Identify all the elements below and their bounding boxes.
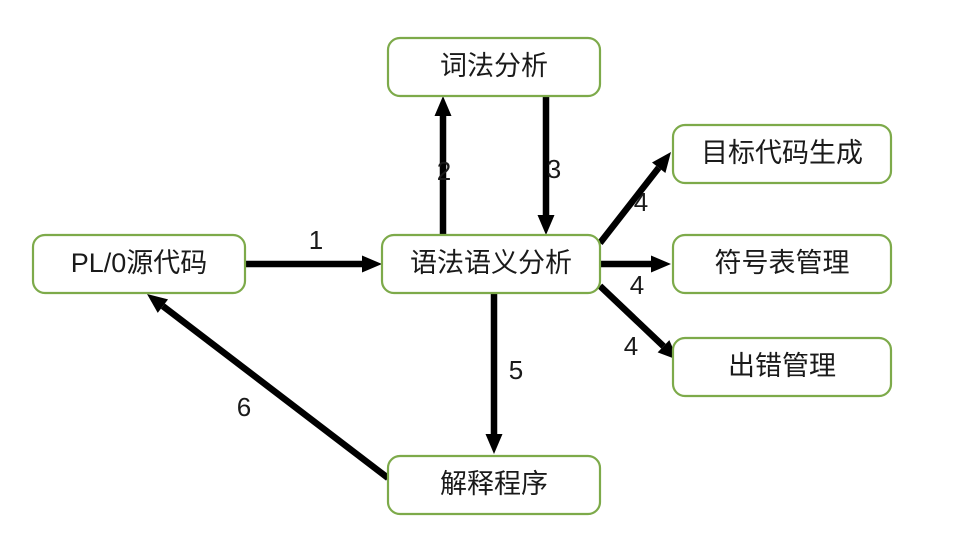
node-box[interactable] [386, 454, 602, 516]
edge-label: 1 [309, 225, 323, 255]
edges-layer [147, 96, 678, 481]
edge-line [160, 303, 390, 481]
edge-label: 5 [509, 355, 523, 385]
edge-interpreter-to-source [147, 294, 390, 481]
node-label-interpreter: 解释程序 [440, 469, 548, 499]
node-errormgmt[interactable]: 出错管理 [671, 336, 893, 398]
node-label-syntax: 语法语义分析 [410, 248, 572, 278]
node-label-source: PL/0源代码 [71, 248, 208, 278]
arrowhead-icon [362, 255, 382, 273]
edge-label: 4 [624, 331, 638, 361]
arrowhead-icon [434, 96, 452, 116]
node-label-symboltable: 符号表管理 [715, 248, 850, 278]
edge-syntax-to-interpreter [485, 293, 503, 454]
edge-syntax-to-symboltable [600, 255, 671, 273]
node-box[interactable] [671, 233, 893, 295]
node-symboltable[interactable]: 符号表管理 [671, 233, 893, 295]
arrowhead-icon [537, 215, 555, 235]
node-label-codegen: 目标代码生成 [701, 138, 863, 168]
edge-lexical-to-syntax [537, 96, 555, 235]
edge-source-to-syntax [245, 255, 382, 273]
node-box[interactable] [671, 123, 893, 185]
node-label-lexical: 词法分析 [440, 51, 548, 81]
edge-syntax-to-lexical [434, 96, 452, 235]
node-box[interactable] [671, 336, 893, 398]
arrowhead-icon [485, 434, 503, 454]
edge-labels-layer: 1 2 3 4 4 4 5 6 [237, 154, 648, 422]
edge-line [597, 283, 666, 349]
arrowhead-icon [147, 294, 169, 313]
edge-label: 4 [634, 187, 648, 217]
edge-line [597, 165, 662, 245]
arrowhead-icon [651, 152, 671, 173]
node-lexical[interactable]: 词法分析 [386, 36, 602, 98]
node-codegen[interactable]: 目标代码生成 [671, 123, 893, 185]
node-interpreter[interactable]: 解释程序 [386, 454, 602, 516]
edge-label: 3 [547, 154, 561, 184]
edge-label: 2 [437, 156, 451, 186]
node-box[interactable] [31, 233, 247, 295]
node-box[interactable] [380, 233, 602, 295]
edge-label: 4 [630, 270, 644, 300]
node-source[interactable]: PL/0源代码 [31, 233, 247, 295]
node-box[interactable] [386, 36, 602, 98]
node-label-errormgmt: 出错管理 [728, 351, 836, 381]
edge-syntax-to-codegen [597, 152, 671, 245]
arrowhead-icon [651, 255, 671, 273]
node-syntax[interactable]: 语法语义分析 [380, 233, 602, 295]
edge-label: 6 [237, 392, 251, 422]
